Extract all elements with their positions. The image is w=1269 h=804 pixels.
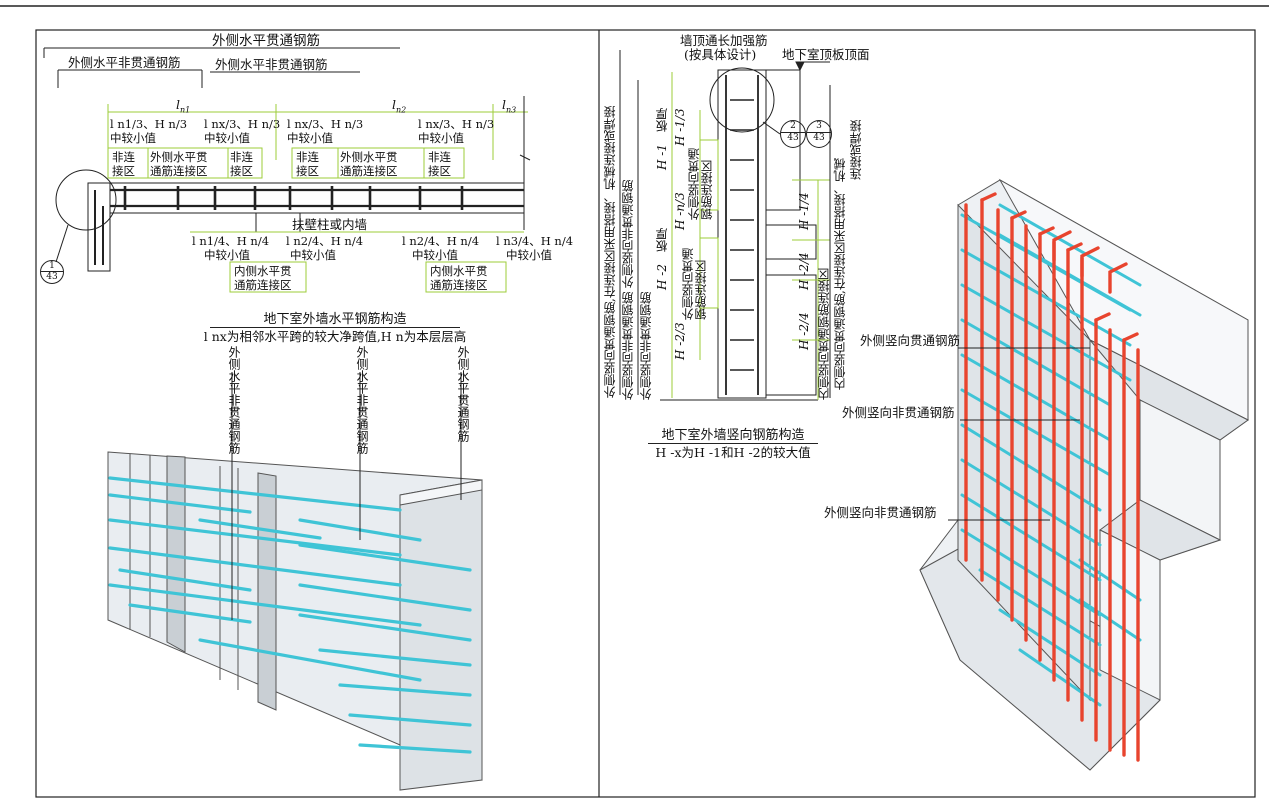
bz1-top: l n1/4、H n/4 (192, 234, 270, 248)
outer-vert-conn-2: 外侧竖向贯通 钢筋连接区 (681, 248, 708, 320)
left-vertical-note-3: 外侧竖向非贯通钢筋 (639, 292, 653, 400)
callout-3d-outer-vert-nonthrough-2: 外侧竖向非贯通钢筋 (824, 505, 937, 520)
bz4-bot: 中较小值 (506, 248, 552, 262)
zone3-top: l nx/3、H n/3 (287, 117, 364, 131)
pilaster-label: 扶壁柱或内墙 (292, 217, 368, 232)
slab-thick-1: 板厚 (655, 108, 669, 132)
right-vertical-note-3: 连接或焊接 (849, 120, 863, 180)
bz2-bot: 中较小值 (290, 248, 336, 262)
h2-4b: H -2/4 (797, 312, 811, 350)
h2-4a: H -2/4 (797, 252, 811, 290)
label-outer-nonthrough-1: 外侧水平非贯通钢筋 (68, 55, 181, 70)
detail-callout-1-top: 1 (41, 261, 63, 272)
span-ln1-sub: n1 (180, 105, 191, 115)
callout-3d-outer-nonthrough-2: 外侧水平非贯通钢筋 (355, 346, 369, 454)
zone2-top: l nx/3、H n/3 (204, 117, 281, 131)
callout-3d-outer-vert-through: 外侧竖向贯通钢筋 (860, 333, 961, 348)
span-ln2-l: l (392, 97, 396, 112)
left-title: 地下室外墙水平钢筋构造 (210, 308, 460, 328)
zone3-bot: 中较小值 (287, 131, 333, 145)
detail-callout-2-top: 2 (781, 121, 805, 133)
h2: H -2 (655, 264, 669, 290)
detail-callout-2-bot: 43 (787, 133, 799, 143)
bz3-bot: 中较小值 (412, 248, 458, 262)
nonconn-4: 非连 接区 (428, 150, 451, 178)
span-ln2: ln2 (392, 98, 406, 118)
label-outer-nonthrough-2: 外侧水平非贯通钢筋 (215, 57, 328, 72)
h1: H -1 (655, 144, 669, 170)
nonconn-1: 非连 接区 (112, 150, 135, 178)
right-vertical-note-1: 内侧竖向贯通钢筋连接区 (817, 268, 831, 400)
slab-thick-2: 板厚 (655, 228, 669, 252)
detail-callout-1: 1 43 (40, 260, 64, 284)
zone2-bot: 中较小值 (204, 131, 250, 145)
wall-3d-horizontal (107, 372, 483, 791)
hn-3: H -n/3 (673, 192, 687, 230)
outer-vert-conn-1: 外侧竖向贯通 钢筋连接区 (687, 148, 714, 220)
zone4-bot: 中较小值 (418, 131, 464, 145)
bz4-top: l n3/4、H n/4 (496, 234, 574, 248)
zone4-top: l nx/3、H n/3 (418, 117, 495, 131)
inner-conn-1: 内侧水平贯 通筋连接区 (234, 264, 292, 292)
outer-conn-1: 外侧水平贯 通筋连接区 (150, 150, 208, 178)
callout-3d-outer-vert-nonthrough-1: 外侧竖向非贯通钢筋 (842, 405, 955, 420)
right-vertical-note-2: 内侧竖向贯通钢筋,在连接区采用搭接、机械 (833, 158, 847, 390)
span-ln1: ln1 (176, 98, 190, 118)
bz2-top: l n2/4、H n/4 (286, 234, 364, 248)
outer-conn-2: 外侧水平贯 通筋连接区 (340, 150, 398, 178)
detail-callout-3-bot: 43 (813, 133, 825, 143)
left-vertical-note-1: 外侧竖向贯通钢筋,在连接区采用搭接、机械连接或焊接 (603, 106, 617, 398)
outer-border (35, 29, 1256, 798)
left-vertical-note-2: 外侧竖向非贯通钢筋 外侧竖向非贯通钢筋 (621, 180, 635, 400)
span-ln3-sub: n3 (506, 105, 517, 115)
zone1-bot: 中较小值 (110, 131, 156, 145)
zone1-top: l n1/3、H n/3 (110, 117, 188, 131)
section-vertical (619, 50, 831, 401)
plan-horizontal (43, 47, 531, 293)
span-ln2-sub: n2 (396, 105, 407, 115)
span-ln3: ln3 (502, 98, 516, 118)
label-outer-through: 外侧水平贯通钢筋 (212, 33, 320, 49)
nonconn-3: 非连 接区 (296, 150, 319, 178)
h1-3: H -1/3 (673, 108, 687, 146)
callout-3d-outer-through: 外侧水平贯通钢筋 (456, 346, 470, 442)
h1-4: H -1/4 (797, 192, 811, 230)
slab-top: 地下室顶板顶面 (782, 47, 870, 62)
detail-callout-3: 3 43 (806, 120, 832, 148)
bz1-bot: 中较小值 (204, 248, 250, 262)
span-ln1-l: l (176, 97, 180, 112)
detail-callout-2: 2 43 (780, 120, 806, 148)
left-subtitle: l nx为相邻水平跨的较大净跨值,H n为本层层高 (203, 329, 467, 344)
span-ln3-l: l (502, 97, 506, 112)
detail-callout-1-bot: 43 (46, 272, 58, 282)
inner-conn-2: 内侧水平贯 通筋连接区 (430, 264, 488, 292)
right-title: 地下室外墙竖向钢筋构造 (648, 424, 818, 444)
top-reinf-2: (按具体设计) (684, 47, 757, 62)
top-reinf: 墙顶通长加强筋 (680, 33, 768, 48)
nonconn-2: 非连 接区 (230, 150, 253, 178)
right-subtitle: H -x为H -1和H -2的较大值 (655, 445, 811, 460)
bz3-top: l n2/4、H n/4 (402, 234, 480, 248)
callout-3d-outer-nonthrough-1: 外侧水平非贯通钢筋 (227, 346, 241, 454)
wall-3d-vertical (919, 178, 1249, 771)
detail-callout-3-top: 3 (807, 121, 831, 133)
